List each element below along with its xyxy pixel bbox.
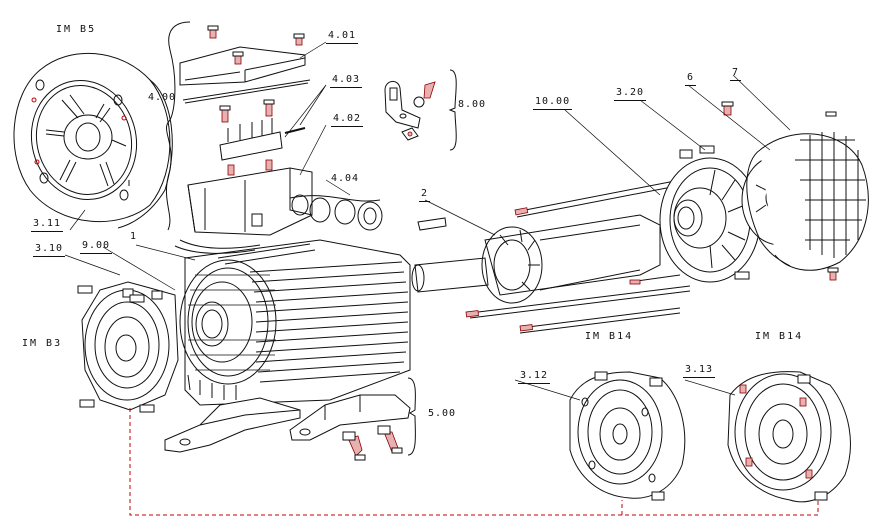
part-label-3-20: 3.20 [614,87,647,101]
part-label-4-01: 4.01 [326,30,359,44]
part-label-8-00: 8.00 [458,99,487,110]
mounting-label-im-b14-a: IM B14 [585,331,634,342]
part-label-3-10: 3.10 [33,243,66,257]
part-label-6: 6 [685,72,697,86]
brace-terminal-box [165,21,191,231]
part-label-4-04: 4.04 [331,173,360,184]
earthing-parts-drawing [384,69,457,151]
part-label-4-02: 4.02 [331,113,364,127]
part-label-9-00: 9.00 [80,240,113,254]
mounting-label-im-b14-b: IM B14 [755,331,804,342]
flange-b14-small-drawing [569,371,686,501]
part-label-4-03: 4.03 [330,74,363,88]
terminal-box-cover-drawing [179,25,311,104]
alternative-flange-connector [129,408,819,516]
part-label-1: 1 [130,231,138,242]
terminal-box-base-drawing [187,159,313,236]
part-label-3-11: 3.11 [31,218,64,232]
part-label-5-00: 5.00 [428,408,457,419]
part-label-2: 2 [419,188,431,202]
part-label-4-00: 4.00 [148,92,177,103]
flange-b14-large-drawing [727,371,851,503]
cable-glands-drawing [289,194,383,231]
end-shield-de-drawing [77,281,179,413]
mounting-label-im-b5: IM B5 [56,24,97,35]
terminal-board-drawing [219,99,306,161]
leader-lines [64,41,791,401]
fan-cover-drawing [721,101,869,281]
rotor-drawing [411,214,661,304]
part-label-3-13: 3.13 [683,364,716,378]
part-label-3-12: 3.12 [518,370,551,384]
mounting-label-im-b3: IM B3 [22,338,63,349]
part-label-10-00: 10.00 [533,96,573,110]
part-label-7: 7 [730,67,742,81]
flange-b5-drawing [13,52,173,229]
feet-drawing [164,377,416,461]
tie-rods-drawing [465,179,691,334]
stator-frame-drawing [174,239,411,406]
